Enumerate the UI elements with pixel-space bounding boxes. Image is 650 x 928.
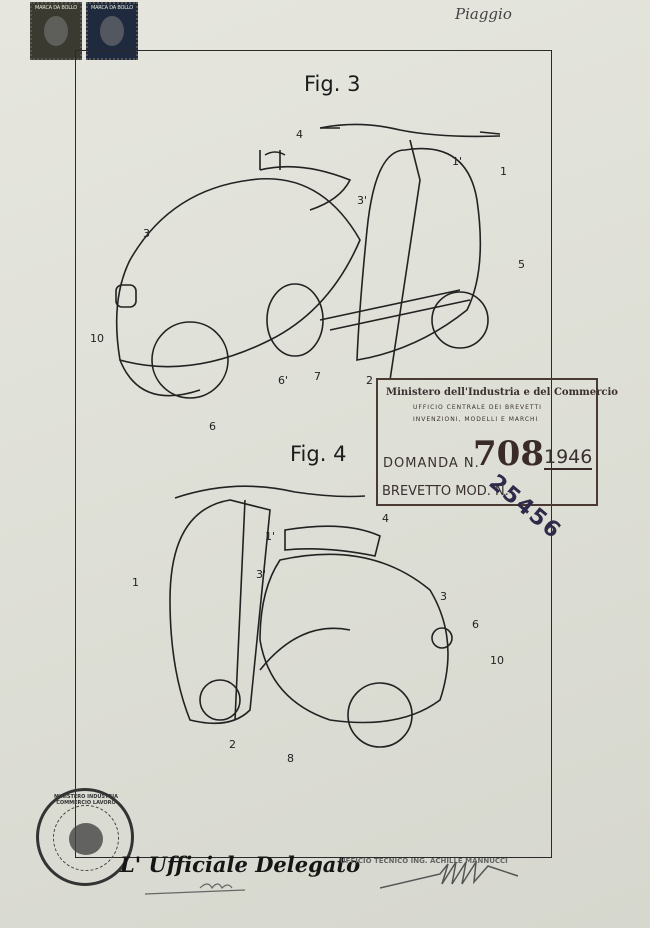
fig3-scooter-drawing: [115, 123, 501, 399]
stamp-portrait-icon: [100, 16, 124, 46]
fig3-label: 5: [518, 258, 525, 271]
piaggio-signature: Piaggio: [455, 5, 512, 23]
ministry-name: Ministero dell'Industria e del Commercio: [386, 387, 618, 398]
fig4-label: 1: [132, 576, 139, 589]
fig3-label: 2: [366, 374, 373, 387]
brevetto-label: BREVETTO MOD. N.: [382, 484, 509, 499]
fig4-label: 3: [440, 590, 447, 603]
fig4-label: 6: [472, 618, 479, 631]
fig3-label: 6: [209, 420, 216, 433]
domanda-number: 708: [473, 434, 544, 474]
office-stamp-text: UFFICIO TECNICO ING. ACHILLE MANNUCCI: [340, 857, 508, 865]
fig4-label: 3': [256, 568, 267, 581]
fig3-label: 7: [314, 370, 321, 383]
registry-stamp: Ministero dell'Industria e del Commercio…: [376, 378, 618, 506]
fig4-label: 8: [287, 752, 294, 765]
revenue-stamp-1: MARCA DA BOLLO: [30, 2, 82, 60]
office-line-1: UFFICIO CENTRALE DEI BREVETTI: [413, 404, 542, 411]
fig4-label: 4: [382, 512, 389, 525]
fig4-scooter-drawing: [169, 485, 453, 748]
domanda-year: 1946: [544, 446, 593, 470]
official-signature: [144, 883, 246, 895]
fig3-label: 3': [357, 194, 368, 207]
fig3-label: 4: [296, 128, 303, 141]
revenue-stamp-1-text: MARCA DA BOLLO: [34, 5, 78, 11]
drawing-frame: [75, 50, 552, 858]
ministry-seal: MINISTERO INDUSTRIA COMMERCIO LAVORO: [36, 788, 134, 886]
official-delegate-label: L' Ufficiale Delegato: [120, 852, 361, 877]
stamp-portrait-icon: [44, 16, 68, 46]
fig3-title: Fig. 3: [304, 72, 361, 96]
fig4-title: Fig. 4: [290, 442, 347, 466]
domanda-label: DOMANDA N.: [383, 456, 480, 471]
fig3-label: 1: [500, 165, 507, 178]
office-line-2: INVENZIONI, MODELLI E MARCHI: [413, 416, 539, 423]
fig4-label: 2: [229, 738, 236, 751]
fig3-label: 1': [452, 155, 463, 168]
signature-scribble: [380, 861, 519, 889]
revenue-stamp-2-text: MARCA DA BOLLO: [90, 5, 134, 11]
fig4-label: 10: [490, 654, 504, 667]
fig3-label: 10: [90, 332, 104, 345]
fig4-label: 1': [265, 530, 276, 543]
fig3-label: 3: [143, 227, 150, 240]
seal-text: MINISTERO INDUSTRIA COMMERCIO LAVORO: [54, 794, 118, 806]
fig3-label: 6': [278, 374, 289, 387]
